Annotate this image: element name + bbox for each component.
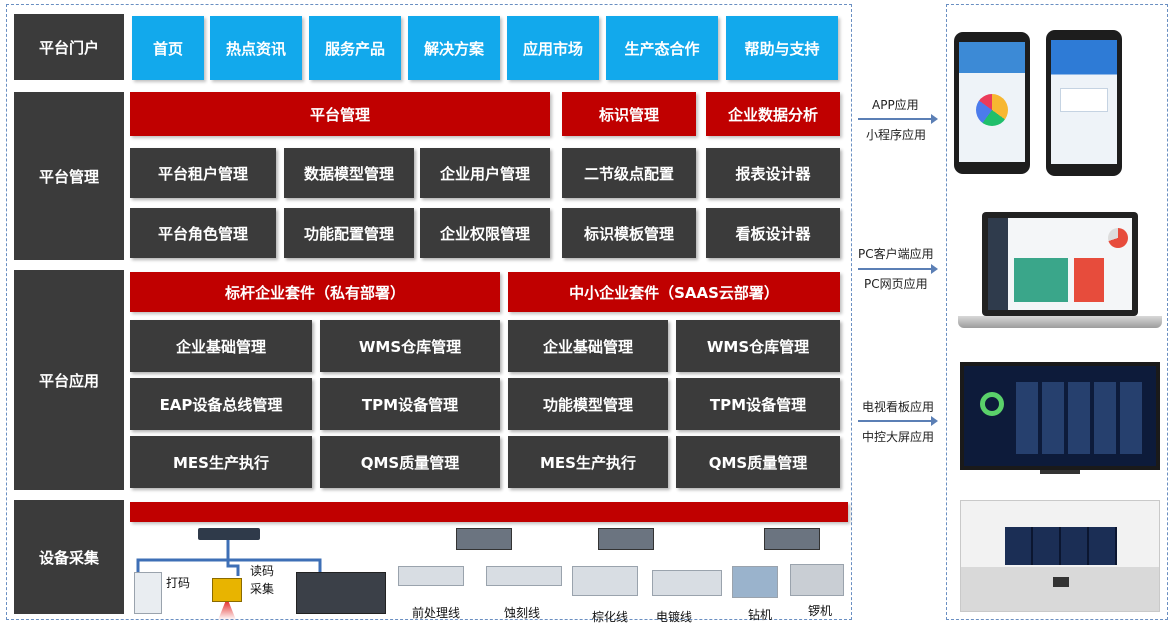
module-enterprise-permissions[interactable]: 企业权限管理 <box>420 208 550 258</box>
header-enterprise-analytics: 企业数据分析 <box>706 92 840 136</box>
laptop-base <box>958 316 1162 328</box>
tv-dashboard-icon <box>960 362 1160 470</box>
portal-tab-news[interactable]: 热点资讯 <box>210 16 302 80</box>
module-function-config[interactable]: 功能配置管理 <box>284 208 414 258</box>
saas-module-wms[interactable]: WMS仓库管理 <box>676 320 840 372</box>
arrow-tv <box>858 420 936 422</box>
plating-line-icon <box>652 570 722 596</box>
label-reading: 读码 <box>250 562 274 579</box>
saas-module-mes[interactable]: MES生产执行 <box>508 436 668 488</box>
drilling-machine-icon <box>732 566 778 598</box>
private-module-qms[interactable]: QMS质量管理 <box>320 436 500 488</box>
label-etching-line: 蚀刻线 <box>504 604 540 621</box>
saas-module-tpm[interactable]: TPM设备管理 <box>676 378 840 430</box>
portal-tab-help[interactable]: 帮助与支持 <box>726 16 838 80</box>
caption-control-screen: 中控大屏应用 <box>862 428 934 445</box>
caption-app: APP应用 <box>872 96 919 113</box>
laptop-icon <box>982 212 1138 316</box>
label-browning-line: 棕化线 <box>592 608 628 624</box>
phone-app-icon <box>954 32 1030 174</box>
portal-tab-ecosystem[interactable]: 生产态合作 <box>606 16 718 80</box>
layer-label-application: 平台应用 <box>14 270 124 490</box>
layer-label-management: 平台管理 <box>14 92 124 260</box>
label-marking: 打码 <box>166 574 190 591</box>
caption-tv-board: 电视看板应用 <box>862 398 934 415</box>
routing-machine-icon <box>790 564 844 596</box>
line-server-icon-3 <box>764 528 820 550</box>
saas-module-enterprise-base[interactable]: 企业基础管理 <box>508 320 668 372</box>
private-module-enterprise-base[interactable]: 企业基础管理 <box>130 320 312 372</box>
saas-module-function-model[interactable]: 功能模型管理 <box>508 378 668 430</box>
etching-line-icon <box>486 566 562 586</box>
collection-bus-bar <box>130 502 848 522</box>
label-collecting: 采集 <box>250 580 274 597</box>
portal-tab-home[interactable]: 首页 <box>132 16 204 80</box>
inspection-machine-icon <box>296 572 386 614</box>
code-reader-icon <box>212 578 242 602</box>
header-platform-management: 平台管理 <box>130 92 550 136</box>
control-room-icon <box>960 500 1160 612</box>
label-drilling-machine: 钻机 <box>748 606 772 623</box>
module-dashboard-designer[interactable]: 看板设计器 <box>706 208 840 258</box>
pretreatment-line-icon <box>398 566 464 586</box>
portal-tab-solutions[interactable]: 解决方案 <box>408 16 500 80</box>
saas-module-qms[interactable]: QMS质量管理 <box>676 436 840 488</box>
caption-pc-client: PC客户端应用 <box>858 245 934 262</box>
header-identity-management: 标识管理 <box>562 92 696 136</box>
header-private-suite: 标杆企业套件（私有部署） <box>130 272 500 312</box>
module-enterprise-users[interactable]: 企业用户管理 <box>420 148 550 198</box>
private-module-tpm[interactable]: TPM设备管理 <box>320 378 500 430</box>
layer-label-collection: 设备采集 <box>14 500 124 614</box>
arrow-mobile <box>858 118 936 120</box>
phone-mini-program-icon <box>1046 30 1122 176</box>
browning-line-icon <box>572 566 638 596</box>
caption-pc-web: PC网页应用 <box>864 275 928 292</box>
private-module-wms[interactable]: WMS仓库管理 <box>320 320 500 372</box>
label-plating-line: 电镀线 <box>656 608 692 624</box>
label-routing-machine: 锣机 <box>808 602 832 619</box>
module-secondary-node-config[interactable]: 二节级点配置 <box>562 148 696 198</box>
portal-tab-products[interactable]: 服务产品 <box>309 16 401 80</box>
module-role-management[interactable]: 平台角色管理 <box>130 208 276 258</box>
line-server-icon-1 <box>456 528 512 550</box>
module-report-designer[interactable]: 报表设计器 <box>706 148 840 198</box>
header-saas-suite: 中小企业套件（SAAS云部署） <box>508 272 840 312</box>
tv-stand <box>1040 470 1080 474</box>
private-module-mes[interactable]: MES生产执行 <box>130 436 312 488</box>
module-identity-template[interactable]: 标识模板管理 <box>562 208 696 258</box>
line-server-icon-2 <box>598 528 654 550</box>
portal-tab-app-market[interactable]: 应用市场 <box>507 16 599 80</box>
label-pretreatment-line: 前处理线 <box>412 604 460 621</box>
module-data-model-management[interactable]: 数据模型管理 <box>284 148 414 198</box>
arrow-pc <box>858 268 936 270</box>
module-tenant-management[interactable]: 平台租户管理 <box>130 148 276 198</box>
layer-label-portal: 平台门户 <box>14 14 124 80</box>
caption-mini-program: 小程序应用 <box>866 126 926 143</box>
marking-machine-icon <box>134 572 162 614</box>
private-module-eap[interactable]: EAP设备总线管理 <box>130 378 312 430</box>
